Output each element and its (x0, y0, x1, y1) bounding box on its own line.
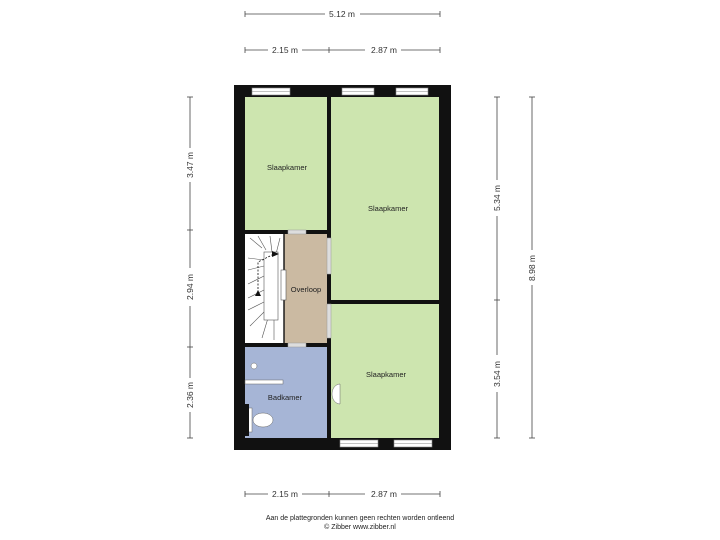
doors (287, 229, 332, 348)
dimension-right-total (529, 96, 535, 439)
room-label-bathroom: Badkamer (268, 393, 303, 402)
dimension-left-middle-label: 2.94 m (185, 274, 195, 300)
bedroom-top-right (331, 97, 439, 300)
dimension-left-top-label: 3.47 m (185, 152, 195, 178)
toilet-icon (252, 412, 274, 428)
shower-head-icon (250, 362, 258, 370)
dimension-right-total-label: 8.98 m (527, 255, 537, 281)
bathroom-fixtures (243, 362, 341, 436)
disclaimer-text: Aan de plattegronden kunnen geen rechten… (265, 515, 455, 522)
landing (284, 234, 327, 343)
shower-screen (244, 379, 284, 385)
dimension-right-upper-label: 5.34 m (492, 185, 502, 211)
windows-top (251, 87, 429, 96)
dimension-top-split (244, 47, 441, 53)
bedroom-top-left (245, 97, 327, 230)
room-label-bedroom-top-left: Slaapkamer (267, 163, 308, 172)
dimension-bottom-right-label: 2.87 m (371, 489, 397, 499)
room-label-landing: Overloop (291, 285, 321, 294)
dimension-top-left-label: 2.15 m (272, 45, 298, 55)
dimension-top-right-label: 2.87 m (371, 45, 397, 55)
staircase (247, 235, 287, 340)
dimension-left-bottom-label: 2.36 m (185, 382, 195, 408)
room-label-bedroom-bottom-right: Slaapkamer (366, 370, 407, 379)
dimension-right-split (494, 96, 500, 439)
room-label-bedroom-top-right: Slaapkamer (368, 204, 409, 213)
sink-icon (331, 383, 341, 405)
dimension-top-total (244, 11, 441, 17)
bedroom-bottom-right (331, 304, 439, 438)
dimension-bottom-split (244, 491, 441, 497)
windows-bottom (339, 439, 433, 448)
dimension-top-total-label: 5.12 m (329, 9, 355, 19)
copyright-text: © Zibber www.zibber.nl (324, 524, 396, 531)
dimension-left (187, 96, 193, 439)
dimension-right-lower-label: 3.54 m (492, 361, 502, 387)
dimension-bottom-left-label: 2.15 m (272, 489, 298, 499)
